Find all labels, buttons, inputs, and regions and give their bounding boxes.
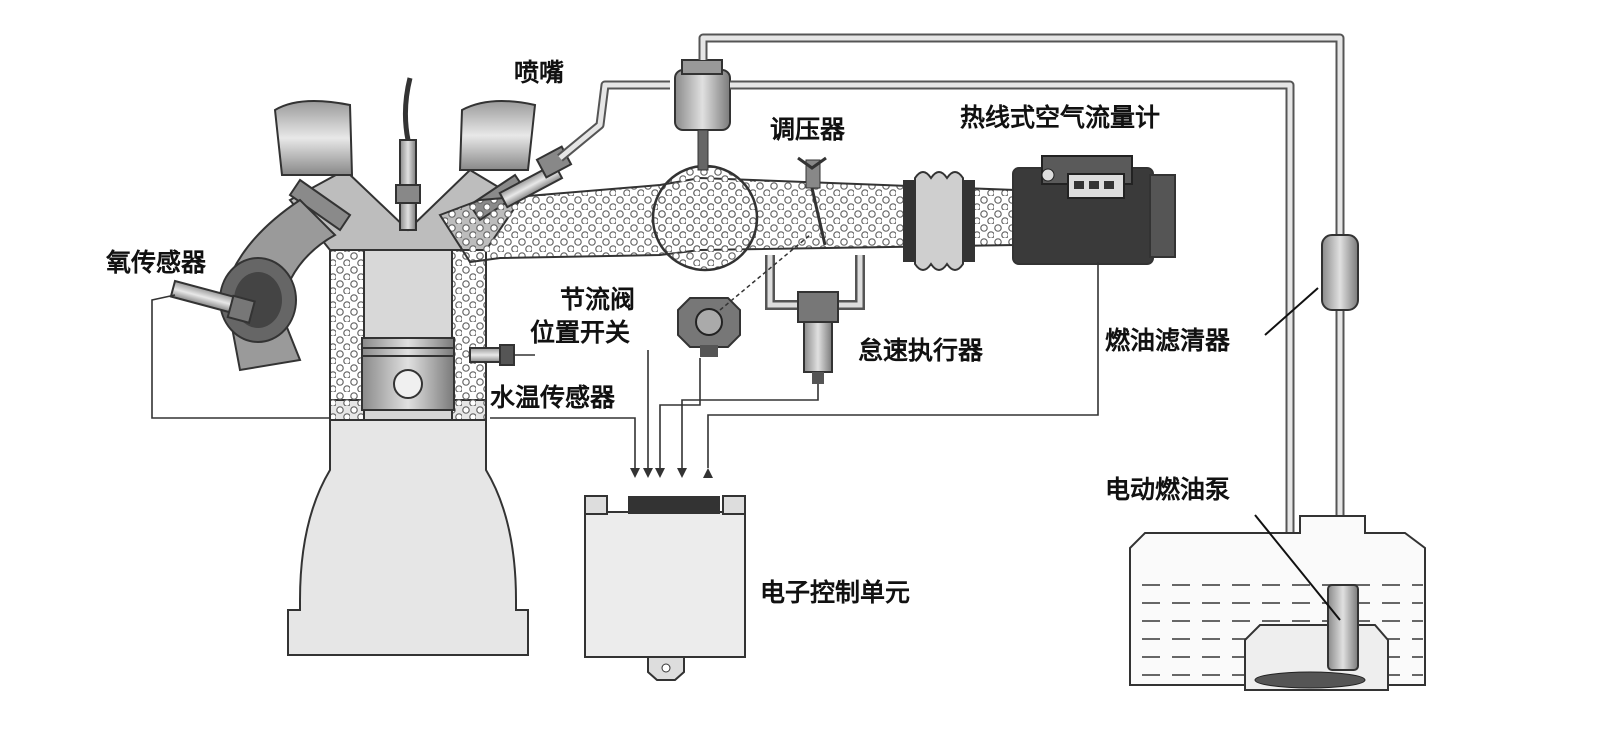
intake-bellows (903, 171, 975, 271)
injector (498, 145, 573, 209)
label-coolant-temp-sensor: 水温传感器 (490, 383, 616, 412)
signal-wires (151, 262, 1099, 478)
leader-fuel-filter (1264, 287, 1319, 336)
label-throttle-switch-line2: 位置开关 (530, 318, 631, 347)
adjusting-screw (797, 156, 827, 246)
label-hot-wire-maf: 热线式空气流量计 (960, 103, 1161, 132)
label-fuel-filter: 燃油滤清器 (1105, 326, 1231, 355)
label-injector: 喷嘴 (514, 58, 565, 87)
label-electric-fuel-pump: 电动燃油泵 (1105, 475, 1231, 504)
piston (361, 337, 455, 411)
leader-fuel-pump (1254, 514, 1341, 621)
intake-duct (438, 164, 1016, 272)
exhaust-manifold (219, 198, 337, 372)
coolant-temp-sensor (469, 344, 515, 366)
throttle-position-switch (677, 234, 811, 357)
label-pressure-regulator: 调压器 (770, 115, 846, 144)
label-ecu: 电子控制单元 (760, 578, 911, 607)
engine-block (273, 77, 537, 656)
electric-fuel-pump (1254, 584, 1366, 689)
spark-plug (395, 77, 421, 231)
label-throttle-switch-line1: 节流阀 (560, 285, 636, 314)
hot-wire-maf (1012, 155, 1176, 265)
ecu-box (584, 495, 746, 681)
oxygen-sensor (169, 279, 256, 324)
fuel-filter (1321, 234, 1359, 311)
pressure-regulator (674, 59, 731, 171)
label-oxygen-sensor: 氧传感器 (106, 248, 207, 277)
label-idle-actuator: 怠速执行器 (858, 336, 984, 365)
idle-actuator (765, 255, 865, 384)
